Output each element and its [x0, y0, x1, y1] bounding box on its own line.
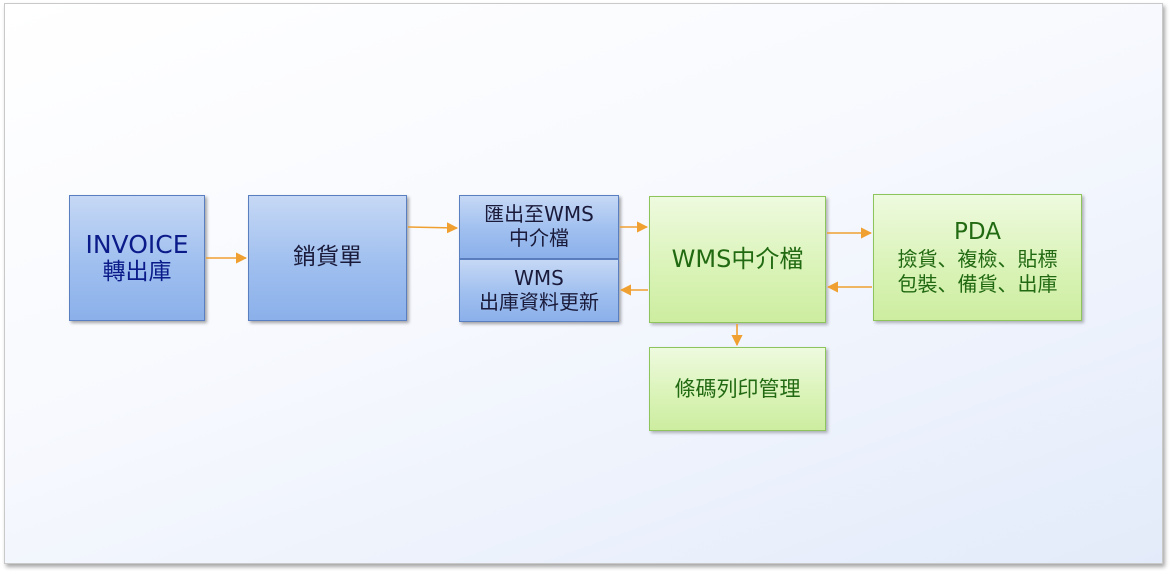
- wms-outbound-update-node: WMS 出庫資料更新: [459, 259, 619, 322]
- wms-update-line1: WMS: [514, 265, 564, 290]
- export-to-wms-node: 匯出至WMS 中介檔: [459, 195, 619, 259]
- invoice-node-line2: 轉出庫: [102, 259, 172, 286]
- export-to-wms-line1: 匯出至WMS: [484, 202, 594, 227]
- wms-update-line2: 出庫資料更新: [479, 289, 599, 314]
- barcode-print-label: 條碼列印管理: [674, 376, 801, 401]
- barcode-print-node: 條碼列印管理: [649, 347, 826, 431]
- wms-intermediate-label: WMS中介檔: [671, 245, 804, 274]
- sales-order-label: 銷貨單: [293, 244, 362, 271]
- invoice-node-line1: INVOICE: [85, 229, 189, 259]
- invoice-transfer-node: INVOICE 轉出庫: [69, 195, 205, 321]
- pda-node: PDA 撿貨、複檢、貼標 包裝、備貨、出庫: [873, 194, 1082, 321]
- wms-intermediate-node: WMS中介檔: [649, 196, 826, 323]
- pda-line2: 包裝、備貨、出庫: [897, 271, 1058, 296]
- sales-order-node: 銷貨單: [248, 195, 407, 321]
- pda-title: PDA: [954, 219, 1001, 246]
- pda-line1: 撿貨、複檢、貼標: [897, 246, 1058, 271]
- export-to-wms-line2: 中介檔: [509, 226, 569, 250]
